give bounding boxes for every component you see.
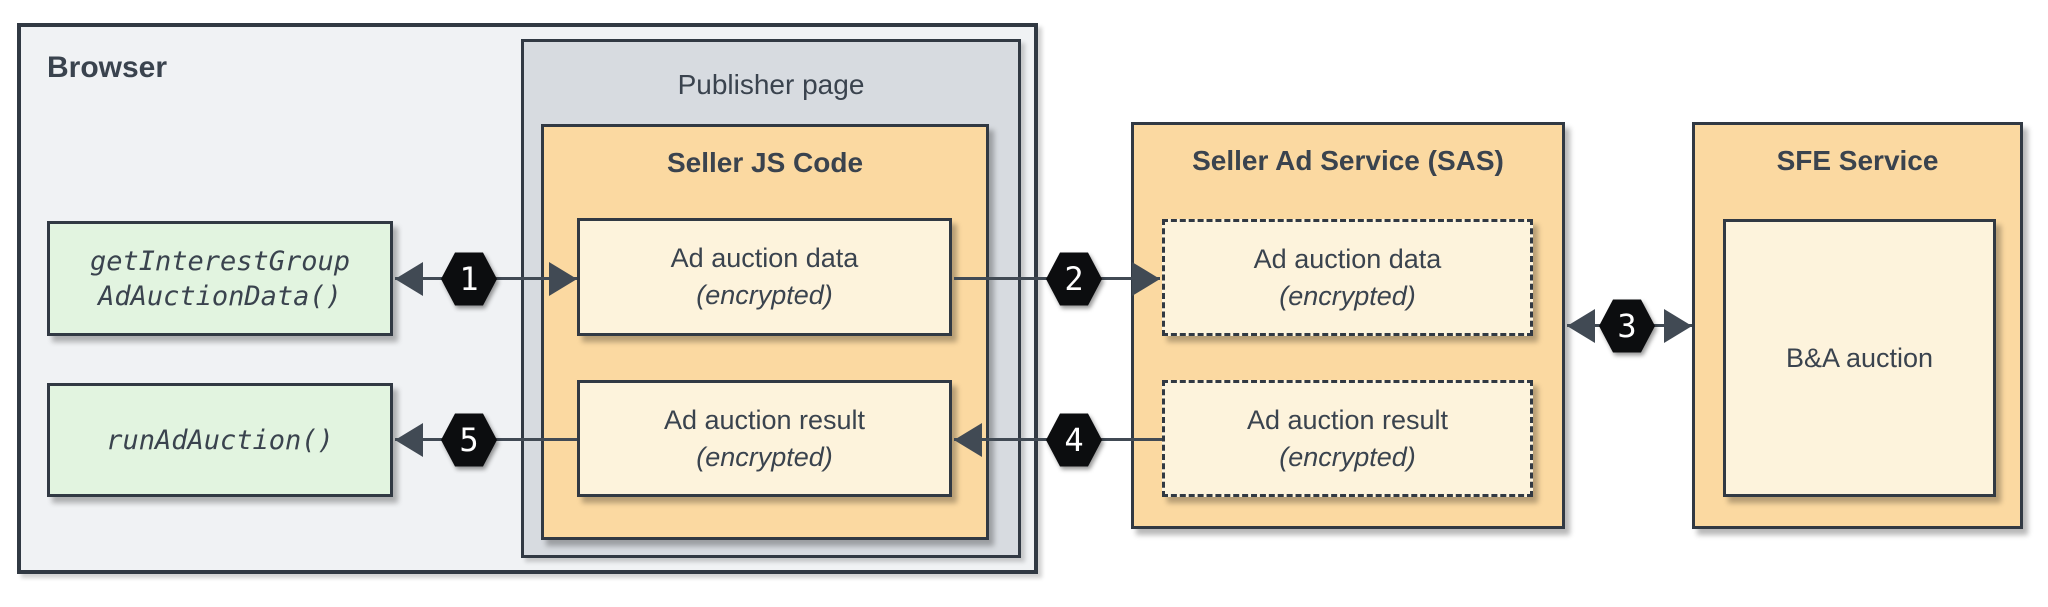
- ad-auction-data-label: Ad auction data: [670, 243, 859, 273]
- ba-auction-box: B&A auction: [1723, 219, 1996, 497]
- arrowhead-left-icon: [1567, 309, 1595, 343]
- hexagon-icon: 1: [441, 252, 497, 306]
- arrowhead-right-icon: [1132, 262, 1160, 296]
- seller-js-ad-auction-data-box: Ad auction data (encrypted): [577, 218, 952, 336]
- sfe-service-container: SFE Service B&A auction: [1692, 122, 2023, 529]
- seller-ad-service-container: Seller Ad Service (SAS) Ad auction data …: [1131, 122, 1565, 529]
- ad-auction-data-label: Ad auction data: [1253, 243, 1442, 274]
- arrowhead-right-icon: [1664, 309, 1692, 343]
- ad-auction-result-label: Ad auction result: [1246, 404, 1449, 435]
- encrypted-label: (encrypted): [696, 280, 833, 310]
- arrowhead-left-icon: [395, 262, 423, 296]
- run-ad-auction-box: runAdAuction(): [47, 383, 393, 497]
- arrowhead-left-icon: [954, 423, 982, 457]
- publisher-page-container: Publisher page Seller JS Code Ad auction…: [521, 39, 1021, 558]
- publisher-page-label: Publisher page: [677, 69, 865, 100]
- hexagon-icon: 2: [1046, 252, 1102, 306]
- sas-ad-auction-result-box: Ad auction result (encrypted): [1162, 380, 1533, 497]
- api-call-line1: runAdAuction(): [106, 424, 334, 456]
- seller-js-code-container: Seller JS Code Ad auction data (encrypte…: [541, 124, 989, 540]
- get-interest-group-ad-auction-data-box: getInterestGroup AdAuctionData(): [47, 221, 393, 336]
- hexagon-icon: 4: [1046, 413, 1102, 467]
- ba-auction-label: B&A auction: [1785, 342, 1934, 373]
- sas-ad-auction-data-box: Ad auction data (encrypted): [1162, 219, 1533, 336]
- hexagon-icon: 5: [441, 413, 497, 467]
- sfe-service-title: SFE Service: [1776, 145, 1939, 176]
- seller-js-ad-auction-result-box: Ad auction result (encrypted): [577, 380, 952, 497]
- ad-auction-result-label: Ad auction result: [663, 404, 866, 435]
- browser-label: Browser: [47, 51, 168, 84]
- encrypted-label: (encrypted): [1279, 280, 1416, 311]
- encrypted-label: (encrypted): [1279, 441, 1416, 472]
- arrowhead-right-icon: [549, 262, 577, 296]
- browser-container: Browser Publisher page Seller JS Code Ad…: [17, 23, 1038, 574]
- hexagon-icon: 3: [1599, 299, 1655, 353]
- seller-js-code-title: Seller JS Code: [666, 147, 864, 178]
- arrowhead-left-icon: [395, 423, 423, 457]
- api-call-line2: AdAuctionData(): [98, 280, 342, 312]
- api-call-line1: getInterestGroup: [89, 245, 351, 277]
- seller-ad-service-title: Seller Ad Service (SAS): [1192, 145, 1504, 176]
- encrypted-label: (encrypted): [696, 441, 833, 472]
